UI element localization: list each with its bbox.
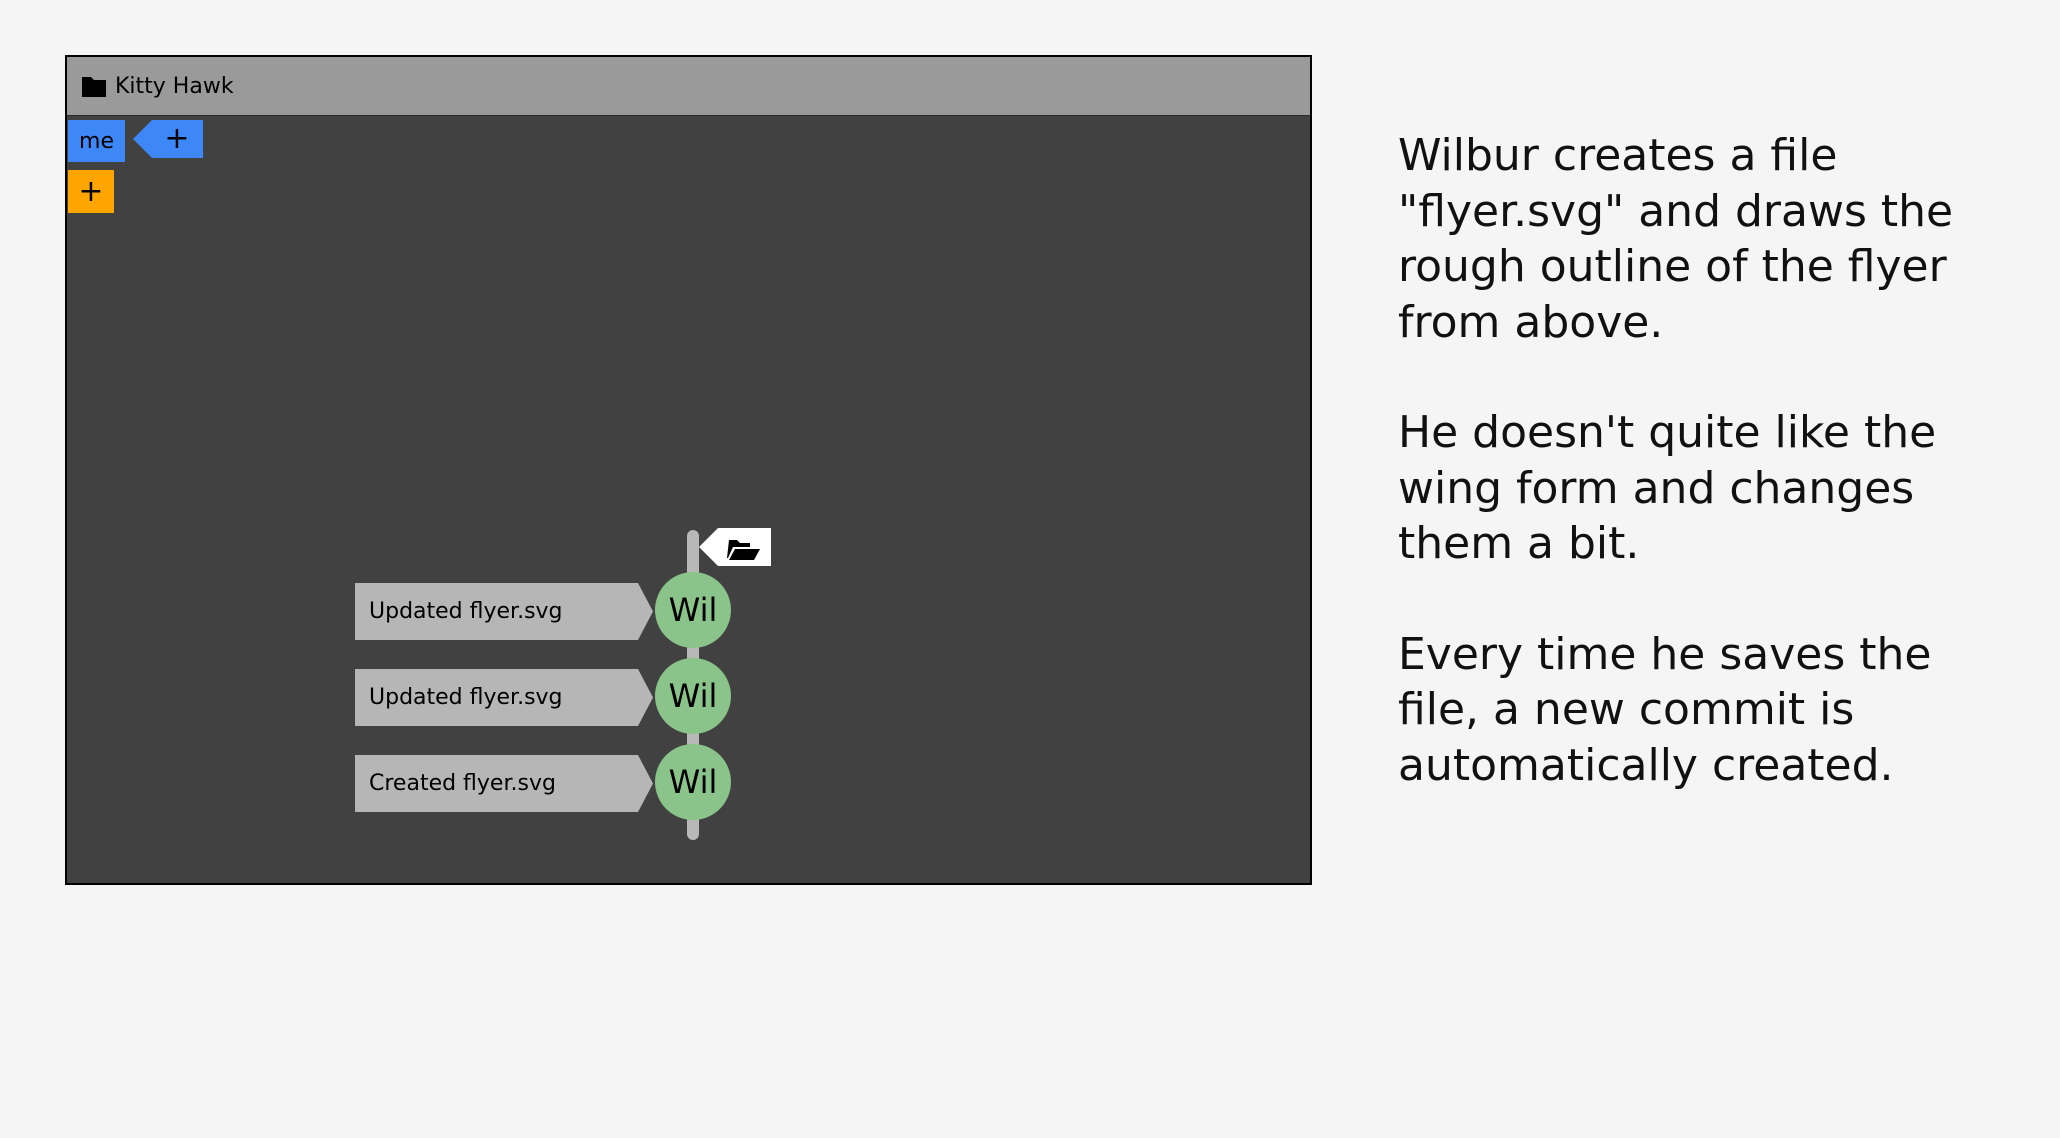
add-branch-label: +: [164, 121, 189, 156]
commit-message: Updated flyer.svg: [369, 599, 563, 624]
folder-icon: [81, 73, 107, 99]
open-folder-icon: [727, 540, 760, 560]
app-window: Kitty Hawk me + + Updated flyer.svg Wil …: [65, 55, 1312, 885]
commit-label[interactable]: Updated flyer.svg: [355, 583, 653, 640]
commit-label[interactable]: Created flyer.svg: [355, 755, 653, 812]
window-title: Kitty Hawk: [115, 73, 234, 99]
add-button[interactable]: +: [68, 170, 114, 213]
add-branch-button[interactable]: +: [133, 120, 203, 158]
description-paragraph: Every time he saves the file, a new comm…: [1398, 628, 1932, 791]
description: Wilbur creates a file "flyer.svg" and dr…: [1398, 128, 2018, 848]
branch-tag-me[interactable]: me: [68, 120, 125, 162]
open-folder-flag[interactable]: [699, 528, 771, 566]
commit-node[interactable]: Wil: [655, 658, 731, 734]
title-bar: Kitty Hawk: [67, 57, 1310, 116]
commit-message: Updated flyer.svg: [369, 685, 563, 710]
description-paragraph: He doesn't quite like the wing form and …: [1398, 407, 1937, 569]
commit-node[interactable]: Wil: [655, 744, 731, 820]
description-paragraph: Wilbur creates a file "flyer.svg" and dr…: [1398, 130, 1954, 348]
commit-message: Created flyer.svg: [369, 771, 556, 796]
commit-node[interactable]: Wil: [655, 572, 731, 648]
commit-label[interactable]: Updated flyer.svg: [355, 669, 653, 726]
